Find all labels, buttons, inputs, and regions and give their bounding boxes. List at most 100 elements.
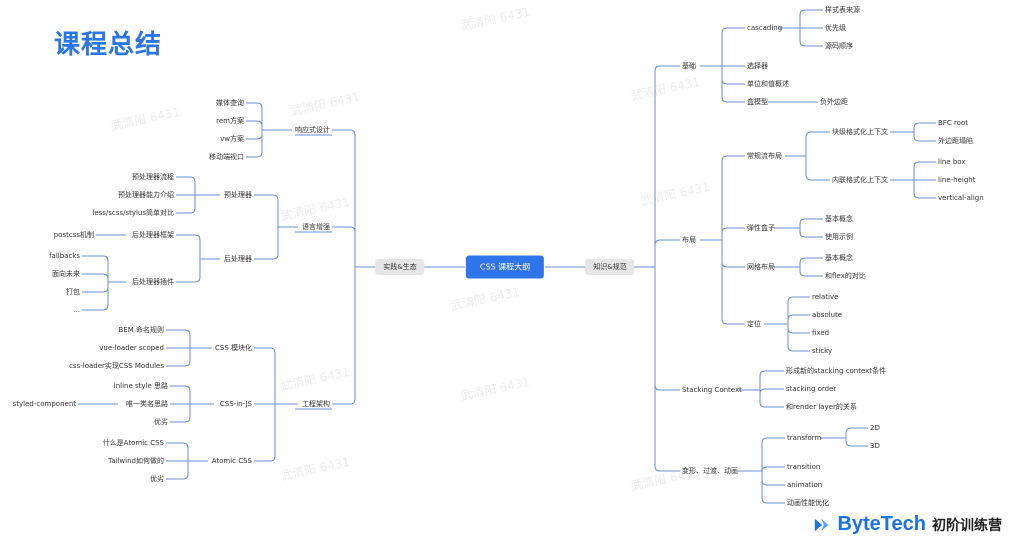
connector-line	[764, 296, 810, 325]
normal-flow: 常规流布局	[747, 152, 782, 160]
cascading: cascading	[747, 24, 783, 32]
bfc-item: BFC root	[938, 119, 968, 127]
connector-line	[764, 323, 810, 334]
connector-line	[738, 437, 785, 472]
modular-item: BEM 命名规则	[118, 326, 165, 334]
position-item: fixed	[812, 329, 830, 337]
flex-item: 使用示例	[825, 233, 853, 241]
connector-line	[170, 403, 214, 423]
connector-line	[166, 329, 212, 349]
connector-line	[890, 122, 936, 133]
box-model: 盒模型	[747, 98, 768, 106]
layout: 布局	[682, 236, 696, 244]
connector-line	[176, 234, 220, 260]
styled-component: styled-component	[12, 400, 76, 408]
transform-dim: 2D	[870, 424, 880, 432]
connector-line	[778, 9, 823, 29]
connector-line	[700, 239, 745, 325]
responsive-item: rem方案	[216, 117, 244, 125]
modular-item: css-loader实现CSS Modules	[69, 362, 164, 370]
negative-margin: 负外边距	[820, 98, 848, 106]
connector-line	[166, 347, 212, 367]
transform-item: 动画性能优化	[787, 499, 829, 507]
brand-logo: ByteTech 初阶训练营	[813, 513, 1002, 536]
connector-line	[632, 266, 680, 391]
connector-line	[254, 226, 298, 260]
connector-line	[764, 323, 810, 352]
connector-line	[738, 470, 785, 504]
responsive-design: 响应式设计	[295, 126, 330, 134]
ifc-item: vertical-align	[938, 194, 984, 202]
engineering: 工程架构	[302, 400, 330, 408]
connector-line	[176, 176, 220, 196]
connector-line	[700, 27, 745, 67]
central-topic: CSS 课程大纲	[465, 255, 545, 279]
connector-line	[700, 155, 745, 241]
connector-line	[176, 194, 220, 214]
ifc-item: line-height	[938, 176, 976, 184]
atomic-item: Tailwind如何做的	[108, 457, 164, 465]
cascading-item: 优先级	[825, 24, 846, 32]
connector-line	[254, 194, 298, 228]
connector-line	[246, 129, 292, 158]
cascading-item: 样式表来源	[825, 6, 860, 14]
preprocessor: 预处理器	[224, 191, 252, 199]
connector-line	[332, 226, 380, 268]
connector-line	[82, 273, 126, 283]
position-item: sticky	[812, 347, 833, 355]
stacking-item: stacking order	[786, 385, 837, 393]
preprocessor-item: less/scss/stylus简单对比	[92, 209, 174, 217]
brand-subtitle: 初阶训练营	[932, 517, 1002, 534]
connector-line	[246, 129, 292, 140]
connector-line	[774, 227, 823, 238]
brand-name: ByteTech	[837, 513, 926, 535]
transform-animation: 变形、过渡、动画	[682, 467, 738, 475]
stacking-item: 和render layer的关系	[786, 403, 857, 411]
connector-line	[254, 403, 298, 462]
connector-line	[166, 460, 208, 480]
post-framework: 后处理器框架	[132, 231, 174, 239]
flex-item: 基本概念	[825, 215, 853, 223]
connector-line	[82, 281, 126, 293]
units-values: 单位和值概述	[747, 80, 789, 88]
stacking-item: 形成新的stacking context条件	[786, 367, 887, 375]
connector-line	[785, 155, 830, 181]
post-framework-item: postcss机制	[53, 231, 94, 239]
transform: transform	[787, 434, 822, 442]
responsive-item: 媒体查询	[216, 99, 244, 107]
flexbox: 弹性盒子	[747, 224, 775, 232]
language-enhance: 语言增强	[302, 223, 330, 231]
grid-item: 基本概念	[825, 254, 853, 262]
connector-line	[170, 385, 214, 405]
post-plugin-item: 打包	[66, 288, 80, 296]
transform-item: animation	[787, 481, 823, 489]
connector-line	[254, 347, 298, 405]
post-plugin-item: ...	[73, 306, 80, 314]
connector-line	[785, 131, 830, 157]
connector-line	[632, 65, 680, 268]
connector-line	[166, 442, 208, 462]
css-modular: CSS 模块化	[215, 344, 252, 352]
post-plugin-item: 面向未来	[52, 270, 80, 278]
grid-layout: 网格布局	[747, 263, 775, 271]
connector-line	[890, 161, 936, 181]
connector-line	[700, 65, 745, 103]
cssinjs-item: inline style 思路	[113, 382, 168, 390]
stacking-context: Stacking Context	[682, 386, 742, 394]
modular-item: vue-loader scoped	[99, 344, 164, 352]
connector-line	[778, 27, 823, 47]
page-title: 课程总结	[54, 30, 163, 60]
connector-line	[820, 437, 868, 447]
connector-line	[764, 314, 810, 325]
responsive-item: 移动端视口	[209, 153, 244, 161]
connector-line	[890, 131, 936, 142]
post-plugins: 后处理器插件	[132, 278, 174, 286]
cssinjs-item: 唯一类名思路	[126, 400, 168, 408]
connector-line	[774, 257, 823, 268]
connector-line	[890, 179, 936, 199]
connector-line	[632, 266, 680, 472]
connector-line	[332, 266, 380, 405]
bytetech-logo-icon	[815, 518, 829, 531]
bfc-item: 外边距塌陷	[938, 137, 973, 145]
